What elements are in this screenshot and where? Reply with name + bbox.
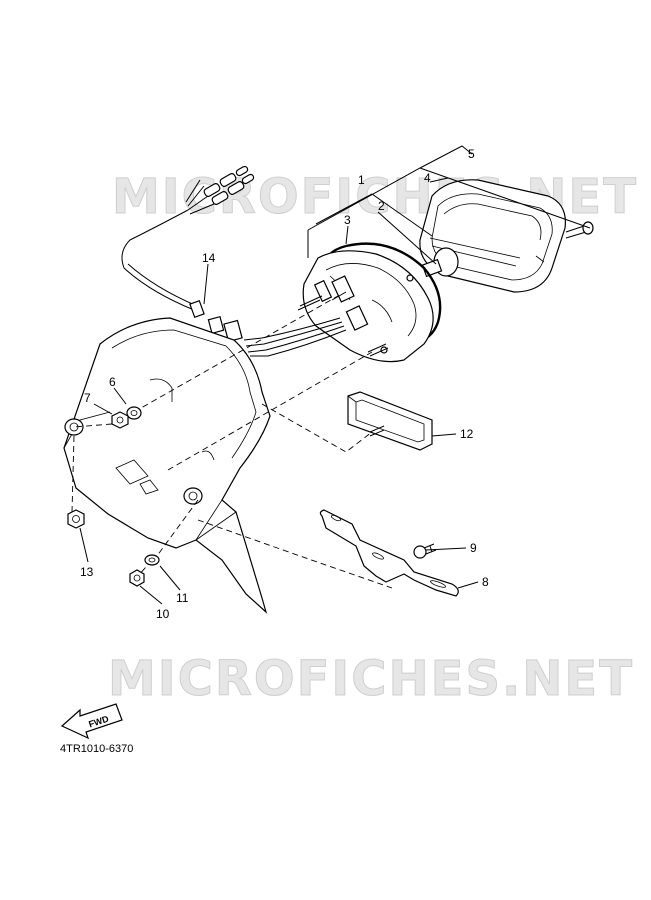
callout-3: 3 <box>344 213 351 227</box>
tail-light-housing[interactable] <box>297 250 434 363</box>
callout-14: 14 <box>202 251 216 265</box>
nut-10[interactable] <box>129 569 145 587</box>
diagram-code: 4TR1010-6370 <box>60 743 133 755</box>
tail-light-bracket[interactable] <box>63 317 271 614</box>
leader-lines <box>79 145 591 605</box>
callout-7: 7 <box>84 391 91 405</box>
callout-2: 2 <box>378 199 385 213</box>
washer-11[interactable] <box>144 554 160 566</box>
nut-13[interactable] <box>67 509 85 529</box>
callout-9: 9 <box>470 541 477 555</box>
callout-1: 1 <box>358 173 365 187</box>
lens-screw[interactable] <box>565 221 594 239</box>
callout-8: 8 <box>482 575 489 589</box>
watermark-bottom: MICROFICHES.NET <box>108 651 634 707</box>
callout-12: 12 <box>460 427 474 441</box>
callout-13: 13 <box>80 565 94 579</box>
bolt-9[interactable] <box>413 543 437 559</box>
fwd-arrow-icon: FWD <box>60 703 123 740</box>
callout-5: 5 <box>468 147 475 161</box>
license-light[interactable] <box>347 391 433 451</box>
wire-harness[interactable] <box>207 315 347 357</box>
lead-wire[interactable] <box>121 165 255 319</box>
callout-10: 10 <box>156 607 170 621</box>
callout-4: 4 <box>424 171 431 185</box>
callout-11: 11 <box>176 591 189 605</box>
callout-6: 6 <box>109 375 116 389</box>
nut-7[interactable] <box>111 411 129 429</box>
washer-6[interactable] <box>126 406 142 420</box>
bulb[interactable] <box>421 247 459 278</box>
stay[interactable] <box>319 509 459 597</box>
